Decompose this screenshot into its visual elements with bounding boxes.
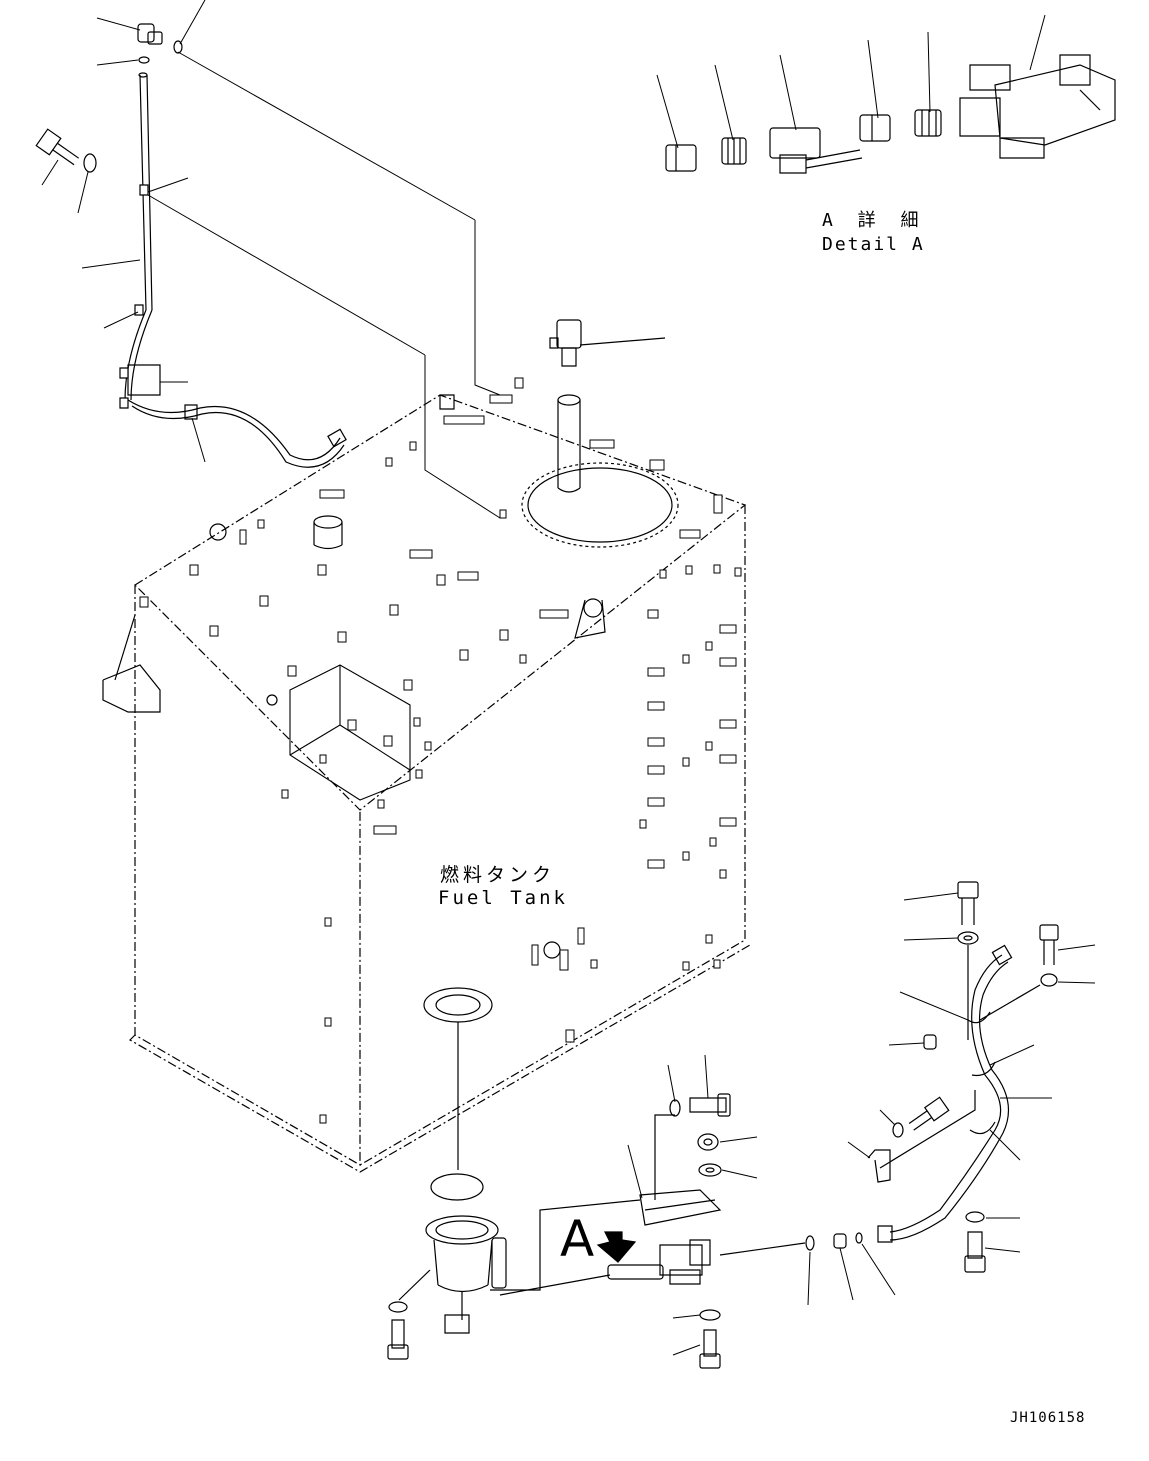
view-marker-a: A: [560, 1210, 595, 1268]
breather-cap: [550, 320, 665, 366]
fuel-tank-label-en: Fuel Tank: [438, 887, 568, 909]
detail-a-title-en: Detail A: [822, 234, 925, 255]
drawing-id: JH106158: [1010, 1410, 1086, 1426]
detail-a-parts: [666, 55, 1115, 173]
drain-hose-assembly: [868, 882, 1058, 1272]
fuel-tank-label-ja: 燃料タンク: [440, 864, 556, 886]
tank-neck: [314, 516, 342, 549]
breather-hose-assembly: [36, 24, 346, 467]
detail-a-title-ja: A 詳 細: [822, 210, 926, 231]
leader-lines-detail-a: [657, 15, 1045, 148]
leader-lines-left: [42, 0, 500, 518]
tank-bracket-left: [103, 615, 160, 712]
tank-bosses: [140, 378, 741, 1123]
tank-top-cover: [522, 395, 678, 547]
tank-recess: [290, 665, 410, 800]
fuel-tank: [130, 395, 750, 1172]
drain-valve-assembly: [388, 1094, 862, 1368]
tank-drain-flange: [424, 988, 492, 1200]
leader-lines-bottom: [628, 893, 1095, 1355]
